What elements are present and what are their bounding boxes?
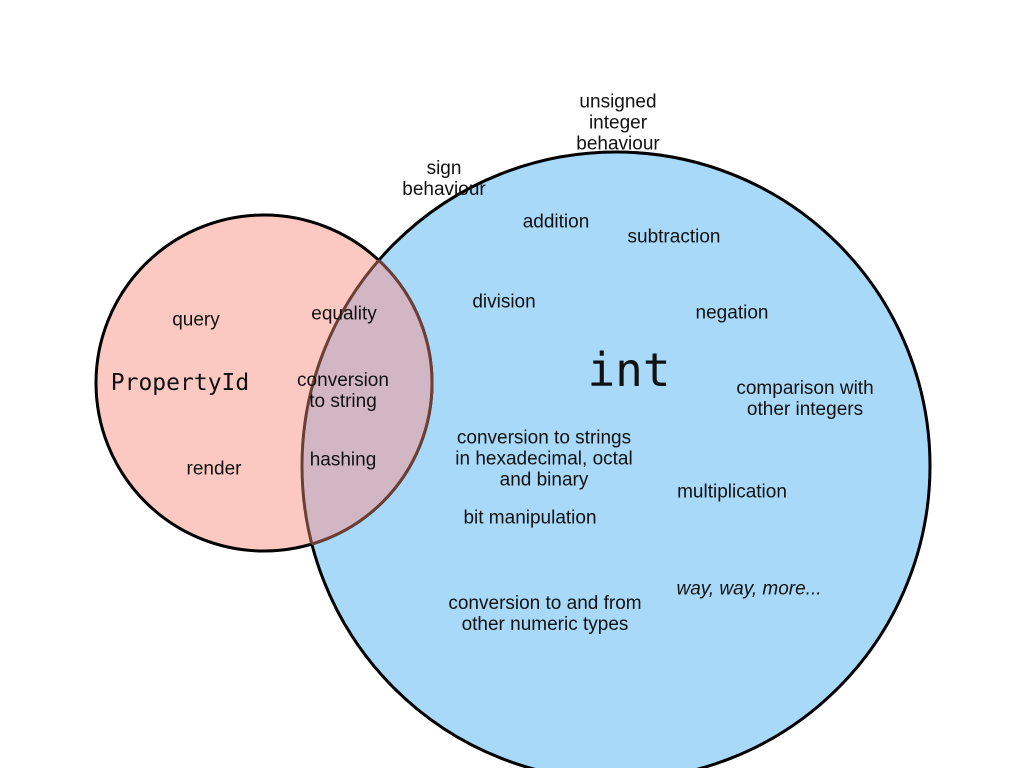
shared-item: hashing bbox=[309, 449, 377, 471]
int-set-label: int bbox=[587, 343, 671, 397]
int-only-item: comparison with other integers bbox=[736, 378, 874, 420]
int-only-item: sign behaviour bbox=[402, 158, 486, 200]
property-only-item: query bbox=[172, 309, 220, 331]
int-only-item: multiplication bbox=[677, 481, 787, 503]
int-only-item: addition bbox=[522, 211, 590, 233]
property-only-item: render bbox=[186, 458, 242, 480]
int-only-item-more: way, way, more... bbox=[676, 578, 822, 600]
propertyid-set-label: PropertyId bbox=[110, 370, 250, 396]
int-only-item: conversion to and from other numeric typ… bbox=[448, 593, 642, 635]
overlap-arc-int bbox=[300, 215, 432, 551]
int-only-item: conversion to strings in hexadecimal, oc… bbox=[455, 427, 633, 491]
int-only-item: subtraction bbox=[627, 226, 721, 248]
overlap-arc-property bbox=[302, 213, 434, 553]
int-only-item: unsigned integer behaviour bbox=[576, 91, 660, 155]
int-only-item: division bbox=[472, 291, 536, 313]
shared-item: equality bbox=[311, 303, 377, 325]
int-only-item: bit manipulation bbox=[463, 507, 597, 529]
int-only-item: negation bbox=[695, 302, 769, 324]
shared-item: conversion to string bbox=[297, 370, 389, 412]
